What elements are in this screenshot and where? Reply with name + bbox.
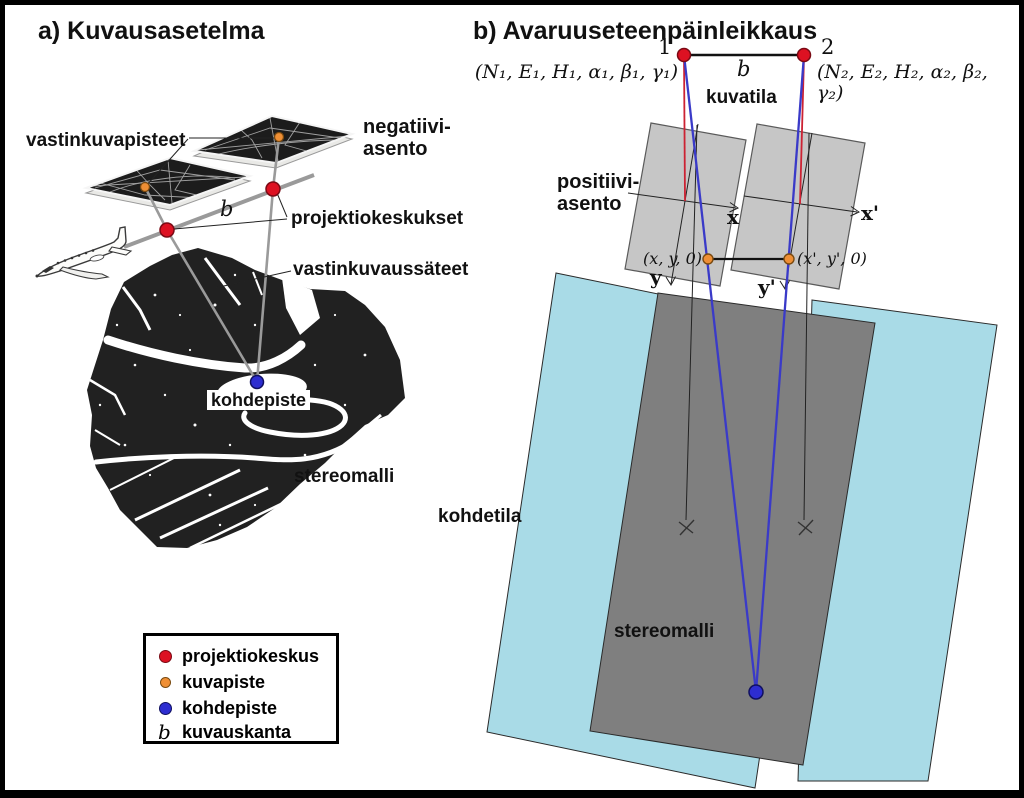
label-b-baseline-b: b [737, 57, 751, 81]
label-image-coords: (x, y, 0) [643, 249, 702, 268]
label-positiivi-asento: positiivi- asento [557, 171, 640, 216]
label-y-axis: y [650, 265, 662, 289]
label-stereomalli-b: stereomalli [614, 621, 715, 642]
panel-b-title: b) Avaruuseteenpäinleikkaus [473, 17, 818, 45]
projection-center-a1 [159, 222, 175, 238]
label-image-coords-prime: (x', y', 0) [797, 249, 867, 268]
legend-item-kohdepiste: kohdepiste [146, 696, 336, 722]
legend-item-kuvapiste: kuvapiste [146, 670, 336, 696]
terrain-speckles [5, 273, 367, 527]
label-x-axis: x [727, 205, 739, 229]
legend-label: kuvauskanta [182, 722, 292, 742]
optical-axis-rays [683, 56, 805, 205]
label-kuvatila: kuvatila [706, 87, 777, 108]
label-params-1: (N₁, E₁, H₁, α₁, β₁, γ₁) [474, 61, 678, 83]
projection-center-1 [676, 47, 692, 63]
projection-center-a2 [265, 181, 281, 197]
target-point-a [249, 374, 265, 390]
nadir-line-1 [678, 124, 698, 536]
projection-center-2 [796, 47, 812, 63]
legend-label: kohdepiste [182, 698, 278, 718]
label-params-2: (N₂, E₂, H₂, α₂, β₂, γ₂) [817, 61, 988, 105]
label-point-2: 2 [821, 35, 835, 59]
image-point-right [783, 253, 795, 265]
orange-dot-icon [160, 677, 171, 688]
label-x-prime-axis: x' [861, 201, 880, 225]
blue-dot-icon [159, 702, 172, 715]
photo-plate-right [190, 114, 356, 169]
leader-lines [145, 137, 292, 291]
red-dot-icon [159, 650, 172, 663]
label-b-baseline-a: b [220, 197, 234, 221]
image-point-left [702, 253, 714, 265]
b-symbol-icon: b [158, 720, 171, 744]
legend-label: projektiokeskus [182, 646, 320, 666]
label-vastinkuvapisteet: vastinkuvapisteet [26, 130, 186, 151]
label-vastinkuvaussateet: vastinkuvaussäteet [293, 259, 469, 280]
label-kohdepiste-a: kohdepiste [207, 390, 311, 411]
label-point-1: 1 [658, 35, 672, 59]
target-point-b [748, 684, 764, 700]
airplane-icon [35, 226, 133, 280]
legend-item-projektiokeskus: projektiokeskus [146, 644, 336, 670]
image-plane-1 [624, 122, 747, 287]
image-point-a2 [273, 131, 285, 143]
image-point-a1 [139, 181, 151, 193]
label-y-prime-axis: y' [758, 275, 776, 299]
imaging-rays-blue [682, 54, 806, 693]
baseline-a [123, 173, 315, 249]
legend: projektiokeskus kuvapiste kohdepiste b k… [143, 633, 339, 744]
diagram-graphics [5, 47, 998, 789]
label-negatiivi-asento: negatiivi- asento [363, 116, 451, 161]
label-projektiokeskukset: projektiokeskukset [291, 208, 464, 229]
photo-plate-left [82, 156, 254, 211]
legend-item-kuvauskanta: b kuvauskanta [146, 720, 336, 746]
stereo-model-plane [589, 292, 876, 766]
label-stereomalli-a: stereomalli [294, 466, 395, 487]
panel-a-title: a) Kuvausasetelma [38, 17, 265, 45]
legend-label: kuvapiste [182, 672, 266, 692]
nadir-line-2 [797, 132, 814, 536]
label-kohdetila: kohdetila [438, 506, 522, 527]
